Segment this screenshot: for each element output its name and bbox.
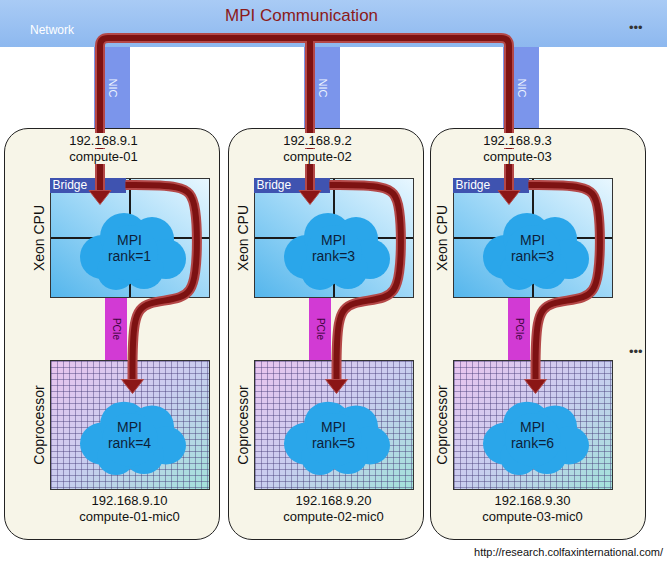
ip-address: 192.168.9.3 [481, 133, 554, 148]
arrow-head [299, 191, 321, 205]
mpi-rank-label: MPI rank=3 [305, 232, 363, 264]
host-name: compute-03-mic0 [482, 509, 582, 524]
mpi-rank-cloud: MPI rank=5 [276, 394, 392, 476]
coprocessor-label: Coprocessor [31, 385, 47, 464]
nic-label: NIC [317, 79, 328, 98]
cloud-lobe [505, 225, 561, 281]
host-name: compute-02 [281, 149, 354, 164]
coprocessor-label: Coprocessor [434, 385, 450, 464]
coprocessor-label: Coprocessor [235, 385, 251, 464]
network-bus [100, 38, 509, 50]
host-name: compute-01 [67, 149, 140, 164]
mpi-message-arrow [326, 185, 401, 394]
arrow-core [97, 47, 103, 193]
mpi-message-arrow [525, 185, 600, 394]
cloud-lobe [102, 413, 158, 466]
arrow-core [330, 185, 401, 382]
ip-address: 192.168.9.10 [92, 493, 168, 508]
pcie-label: PCIe [514, 317, 524, 339]
mpi-rank-label: MPI rank=1 [101, 232, 159, 264]
cpu-label: Xeon CPU [31, 204, 47, 270]
bus-outline [100, 38, 509, 50]
cloud-lobe [102, 225, 158, 281]
bus-core [100, 38, 509, 50]
cloud-lobe [306, 413, 362, 466]
mpi-rank-cloud: MPI rank=4 [72, 394, 188, 476]
mpi-rank-label: MPI rank=5 [305, 419, 363, 451]
arrow-outline [330, 185, 401, 382]
arrow-head [89, 191, 111, 205]
ip-address: 192.168.9.20 [296, 493, 372, 508]
nic-label: NIC [516, 79, 527, 98]
mpi-message-arrow [299, 47, 321, 205]
pcie-link: PCIe [508, 298, 530, 360]
arrow-outline [95, 47, 105, 193]
arrow-core [506, 47, 512, 193]
communication-title: MPI Communication [225, 6, 378, 26]
arrow-head [326, 380, 348, 394]
arrow-outline [529, 185, 600, 382]
bridge-label: Bridge [456, 178, 491, 193]
host-name: compute-01-mic0 [79, 509, 179, 524]
mpi-rank-cloud: MPI rank=1 [72, 205, 188, 291]
continuation-dots: ••• [629, 344, 643, 359]
bridge-label: Bridge [257, 178, 292, 193]
arrow-head [525, 380, 547, 394]
arrow-outline [126, 185, 197, 382]
ip-address: 192.168.9.1 [67, 133, 140, 148]
host-name: compute-03 [481, 149, 554, 164]
arrow-core [126, 185, 197, 382]
continuation-dots: ••• [629, 20, 643, 35]
arrow-outline [504, 47, 514, 193]
arrow-core [307, 47, 313, 193]
mpi-rank-cloud: MPI rank=6 [475, 394, 591, 476]
mpi-rank-cloud: MPI rank=3 [475, 205, 591, 291]
mpi-message-arrow [498, 47, 520, 205]
mpi-rank-label: MPI rank=4 [101, 419, 159, 451]
cpu-label: Xeon CPU [434, 204, 450, 270]
host-name: compute-02-mic0 [283, 509, 383, 524]
pcie-link: PCIe [105, 298, 127, 360]
arrow-core [529, 185, 600, 382]
bridge-label: Bridge [53, 178, 88, 193]
cloud-lobe [505, 413, 561, 466]
cpu-label: Xeon CPU [235, 204, 251, 270]
pcie-label: PCIe [315, 317, 325, 339]
cloud-lobe [306, 225, 362, 281]
mpi-message-arrow [122, 185, 197, 394]
nic-label: NIC [107, 79, 118, 98]
arrow-head [498, 191, 520, 205]
pcie-label: PCIe [111, 317, 121, 339]
mpi-rank-cloud: MPI rank=3 [276, 205, 392, 291]
ip-address: 192.168.9.2 [281, 133, 354, 148]
mpi-message-arrow [89, 47, 111, 205]
bridge-tag: Bridge [50, 178, 126, 193]
arrow-head [122, 380, 144, 394]
ip-address: 192.168.9.30 [495, 493, 571, 508]
source-url: http://research.colfaxinternational.com/ [474, 546, 663, 558]
mpi-rank-label: MPI rank=3 [504, 232, 562, 264]
network-label: Network [30, 23, 74, 37]
pcie-link: PCIe [309, 298, 331, 360]
edge-layer [89, 47, 600, 394]
mpi-rank-label: MPI rank=6 [504, 419, 562, 451]
arrow-outline [305, 47, 315, 193]
